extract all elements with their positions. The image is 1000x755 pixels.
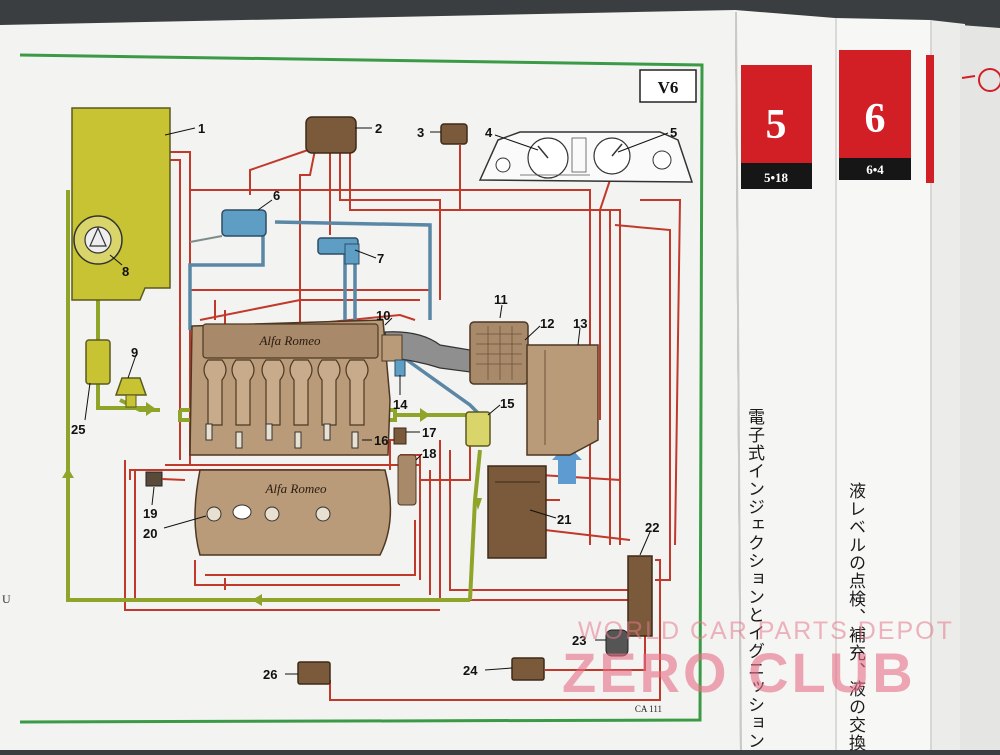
tab-5-page: 5•18	[764, 170, 789, 185]
air-filter-housing	[526, 344, 599, 456]
fuel-filter	[85, 339, 111, 385]
fuel-pressure-damper	[465, 411, 491, 447]
watermark-line1: WORLD CAR PARTS DEPOT	[578, 617, 954, 645]
callout-13: 13	[573, 316, 587, 331]
callout-7: 7	[377, 251, 384, 266]
callout-19: 19	[143, 506, 157, 521]
watermark-line2: ZERO CLUB	[562, 641, 916, 704]
distributor	[397, 454, 417, 506]
v6-badge	[639, 69, 697, 103]
chapter-5-title: 電子式インジェクションとイグニッション	[744, 408, 764, 750]
callout-5: 5	[670, 125, 677, 140]
diagram-frame	[19, 53, 704, 724]
intake-plenum	[202, 323, 379, 359]
callout-26: 26	[263, 667, 277, 682]
callout-9: 9	[131, 345, 138, 360]
tab-6-page: 6•4	[866, 162, 884, 177]
callout-2: 2	[375, 121, 382, 136]
temp-sender	[393, 427, 407, 445]
alfa-emblem-icon	[978, 68, 1000, 92]
callout-23: 23	[572, 633, 586, 648]
callout-21: 21	[557, 512, 571, 527]
callout-leaders	[84, 127, 669, 675]
callout-11: 11	[494, 292, 508, 307]
tab-5-number: 5	[766, 102, 787, 148]
engine-logo: Alfa Romeo	[258, 333, 321, 348]
callout-20: 20	[143, 526, 157, 541]
inertia-switch	[605, 629, 629, 657]
callout-16: 16	[374, 433, 388, 448]
tab-5-black[interactable]	[741, 163, 812, 189]
air-flow-meter	[469, 321, 529, 385]
ecu-module	[305, 116, 357, 154]
injectors	[205, 423, 359, 449]
knock-sensor	[145, 471, 163, 487]
callout-6: 6	[273, 188, 280, 203]
tab-5-red[interactable]	[741, 65, 812, 163]
callout-10: 10	[376, 308, 390, 323]
callout-8: 8	[122, 264, 129, 279]
tab-page-5	[735, 10, 835, 750]
margin-marker: U	[2, 592, 11, 606]
chapter-6-title: 液レベルの点検、補充、液の交換	[845, 482, 865, 752]
idle-control-valve	[221, 209, 267, 237]
ignition-switch	[297, 661, 331, 685]
tab-6-black[interactable]	[839, 158, 911, 180]
cylinder-head	[194, 469, 392, 556]
tab-page-6	[835, 18, 930, 750]
tab-6-red[interactable]	[839, 50, 911, 158]
callout-24: 24	[463, 663, 478, 678]
pressure-regulator	[114, 377, 148, 396]
callout-22: 22	[645, 520, 659, 535]
callout-14: 14	[393, 397, 408, 412]
callout-3: 3	[417, 125, 424, 140]
plenum-logo: Alfa Romeo	[264, 481, 327, 496]
diagnostic-connector	[627, 555, 653, 637]
svg-text:V6: V6	[658, 78, 679, 97]
callout-12: 12	[540, 316, 554, 331]
fuse-box	[511, 657, 545, 681]
temp-sensor	[394, 359, 406, 377]
callout-25: 25	[71, 422, 85, 437]
diagram-code: CA 111	[635, 704, 662, 714]
tab-6-number: 6	[865, 96, 886, 142]
throttle-switch	[381, 334, 403, 362]
callout-18: 18	[422, 446, 436, 461]
intake-runners	[203, 359, 369, 426]
callout-1: 1	[198, 121, 205, 136]
callout-4: 4	[485, 125, 493, 140]
callout-17: 17	[422, 425, 436, 440]
relay-module	[440, 123, 468, 145]
callout-15: 15	[500, 396, 514, 411]
fuel-tank	[71, 107, 171, 301]
